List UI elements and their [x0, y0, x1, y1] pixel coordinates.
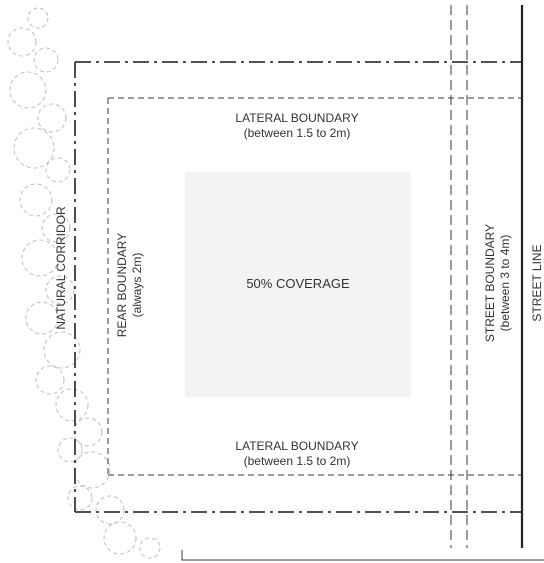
- natural-corridor-label: NATURAL CORRIDOR: [54, 206, 68, 330]
- bottom-boundary-label: LATERAL BOUNDARY: [235, 439, 358, 453]
- rear-boundary-label: REAR BOUNDARY: [115, 233, 129, 337]
- street-boundary-lines: [450, 5, 468, 548]
- coverage-label: 50% COVERAGE: [246, 276, 350, 291]
- setback-line: [107, 97, 522, 476]
- coverage-area: [185, 172, 411, 397]
- street-line-label: STREET LINE: [530, 244, 544, 321]
- dimension-bracket: [181, 550, 544, 561]
- bottom-boundary-range: (between 1.5 to 2m): [244, 454, 351, 468]
- natural-corridor-vegetation: [7, 7, 161, 559]
- street-boundary-label: STREET BOUNDARY: [483, 224, 497, 342]
- lot-boundary-line: [74, 61, 522, 513]
- top-boundary-label: LATERAL BOUNDARY: [235, 111, 358, 125]
- rear-boundary-note: (always 2m): [130, 253, 144, 318]
- top-boundary-range: (between 1.5 to 2m): [244, 126, 351, 140]
- street-boundary-range: (between 3 to 4m): [498, 235, 512, 332]
